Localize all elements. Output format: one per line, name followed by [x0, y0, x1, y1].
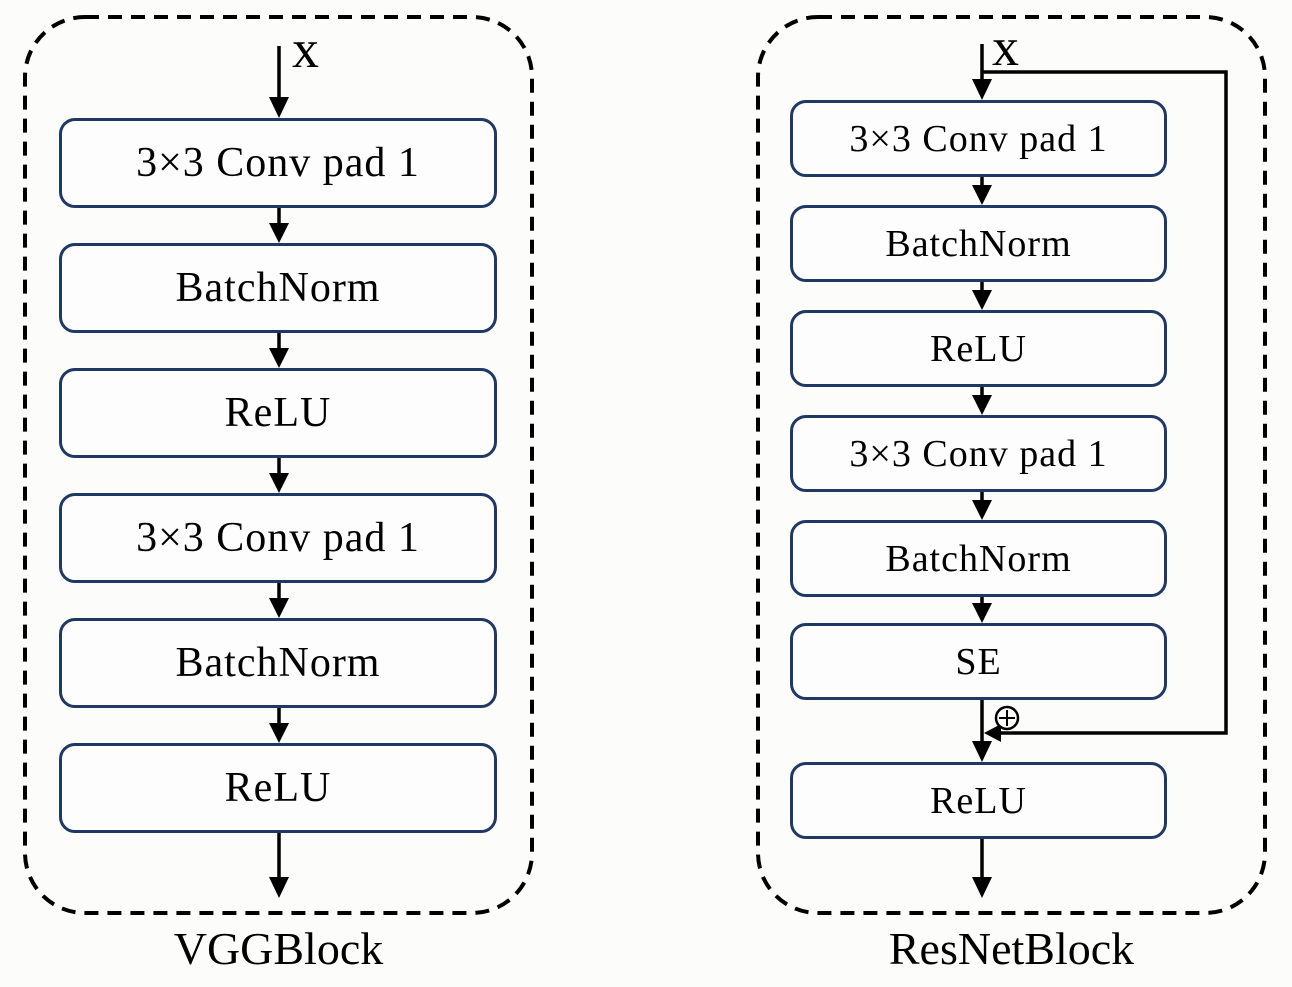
vggblock-caption: VGGBlock [173, 923, 384, 974]
resnet-arrow-head-3 [972, 395, 992, 415]
vgg-input-arrow-head [269, 97, 289, 118]
vgg-arrow-head-3 [269, 473, 289, 493]
vgg-arrow-head-5 [269, 723, 289, 743]
skip-connection-arrow-head [984, 724, 1001, 742]
vgg-arrow-head-4 [269, 598, 289, 618]
resnet-arrow-head-5 [972, 603, 992, 623]
vgg-layer-box-relu-2: ReLU [59, 743, 497, 833]
resnet-layer-box-relu-1: ReLU [790, 310, 1167, 387]
resnet-input-label: x [992, 17, 1019, 77]
vgg-layer-box-batchnorm-1: BatchNorm [59, 243, 497, 333]
merge-circle [994, 705, 1020, 731]
resnet-layer-box-conv-2: 3×3 Conv pad 1 [790, 415, 1167, 492]
resnet-layer-box-batchnorm-2: BatchNorm [790, 520, 1167, 597]
vgg-arrow-head-2 [269, 348, 289, 368]
resnet-output-arrow-head [972, 877, 992, 898]
plus-circle-merge-icon [994, 705, 1020, 731]
resnet-input-arrow-head [972, 79, 992, 100]
resnet-arrow-head-1 [972, 185, 992, 205]
resnetblock-caption: ResNetBlock [888, 923, 1135, 974]
vgg-input-label: x [292, 19, 319, 79]
vgg-layer-box-batchnorm-2: BatchNorm [59, 618, 497, 708]
resnet-layer-box-relu-2: ReLU [790, 762, 1167, 839]
vgg-layer-box-relu-1: ReLU [59, 368, 497, 458]
resnet-layer-box-batchnorm-1: BatchNorm [790, 205, 1167, 282]
resnet-arrow-head-4 [972, 500, 992, 520]
resnet-layer-box-se: SE [790, 623, 1167, 700]
resnet-arrow-head-2 [972, 290, 992, 310]
vgg-layer-box-conv-2: 3×3 Conv pad 1 [59, 493, 497, 583]
vgg-layer-box-conv-1: 3×3 Conv pad 1 [59, 118, 497, 208]
vgg-output-arrow-head [269, 877, 289, 898]
vgg-arrow-head-1 [269, 223, 289, 243]
resnet-merge-arrow-head [972, 741, 992, 762]
resnet-layer-box-conv-1: 3×3 Conv pad 1 [790, 100, 1167, 177]
